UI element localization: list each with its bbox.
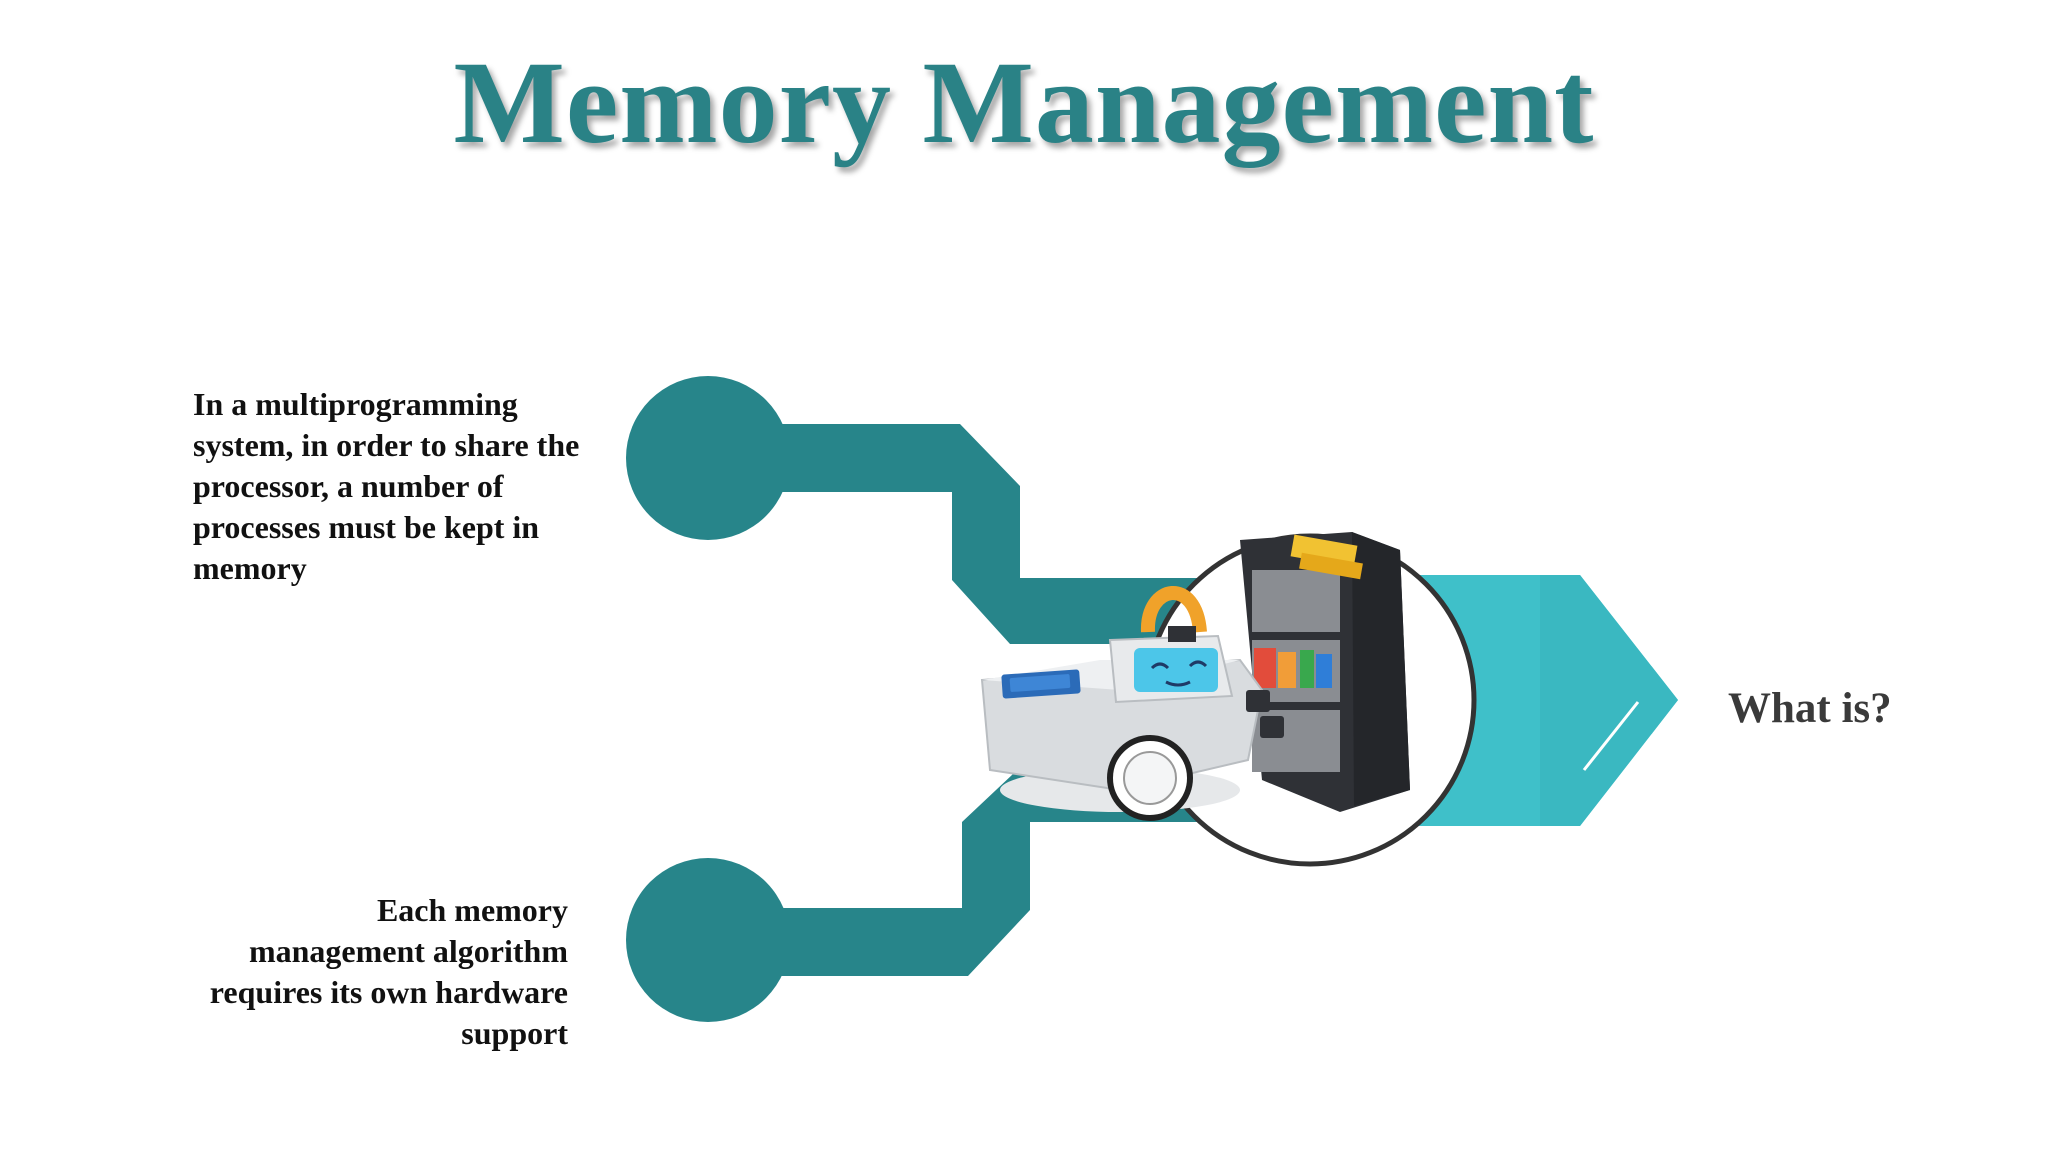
description-bottom: Each memory management algorithm require… (209, 892, 568, 1051)
filing-cabinet-icon (1240, 532, 1410, 812)
robot-icon (980, 586, 1284, 821)
description-top: In a multiprogramming system, in order t… (193, 386, 580, 586)
top-connector (626, 376, 1300, 644)
bottom-connector (626, 758, 1260, 1022)
question-label: What is? (1728, 685, 1892, 732)
slide-title: Memory Management (453, 37, 1595, 168)
center-illustration (980, 532, 1477, 867)
